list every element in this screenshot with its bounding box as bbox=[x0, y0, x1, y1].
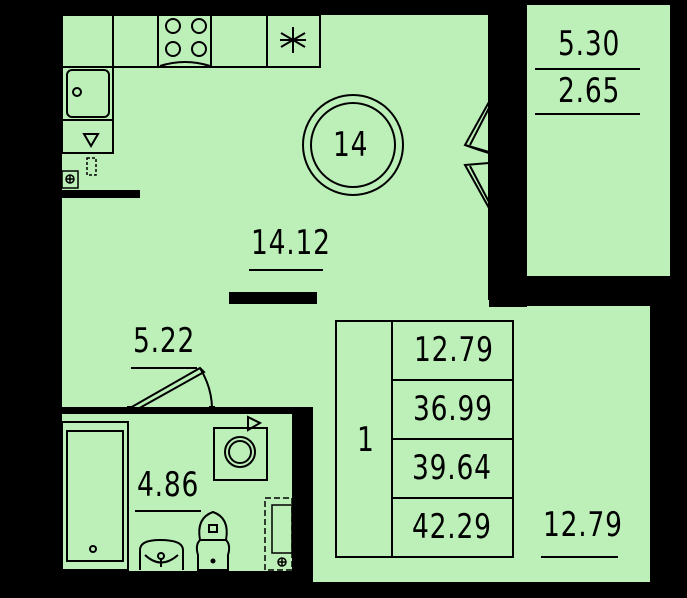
washbasin-icon bbox=[139, 538, 184, 570]
corner-area-underline bbox=[541, 556, 618, 558]
living-kitchen-area-underline bbox=[249, 269, 323, 271]
room-marker-icon bbox=[302, 94, 404, 196]
wall-living-stub bbox=[229, 292, 317, 304]
wall-balcony-left bbox=[489, 15, 527, 307]
table-row bbox=[391, 497, 514, 558]
toilet-icon bbox=[195, 510, 231, 571]
wall-bath-right bbox=[292, 407, 312, 598]
rooms-count-value: 1 bbox=[357, 420, 375, 460]
bathroom-room bbox=[62, 414, 292, 571]
hallway-area-label: 5.22 bbox=[133, 321, 196, 361]
balcony-reduced-area-label: 2.65 bbox=[558, 71, 621, 111]
living-kitchen-area-label: 14.12 bbox=[251, 223, 331, 263]
wall-bath-top bbox=[62, 407, 312, 414]
balcony-reduced-underline bbox=[535, 113, 640, 115]
door-swing-icon bbox=[127, 366, 215, 413]
balcony-room bbox=[527, 5, 670, 276]
living-kitchen-marker-label: 14 bbox=[333, 125, 369, 165]
hallway-area-underline bbox=[131, 367, 197, 369]
area-with-balcony-reduced-value: 39.64 bbox=[412, 448, 492, 488]
room-corner-area bbox=[313, 306, 650, 582]
wall-balcony-bottom bbox=[489, 276, 670, 306]
fridge-icon bbox=[61, 119, 114, 154]
corner-area-label: 12.79 bbox=[543, 505, 623, 545]
stove-icon bbox=[157, 14, 212, 68]
riser-shaft-icon bbox=[264, 497, 293, 571]
fan-icon bbox=[266, 14, 321, 68]
wall-kitchen-stub bbox=[62, 190, 140, 198]
counter-cell bbox=[61, 14, 114, 68]
total-area-value: 36.99 bbox=[413, 389, 493, 429]
living-area-value: 12.79 bbox=[414, 330, 494, 370]
sink-icon bbox=[61, 66, 114, 121]
balcony-full-area-label: 5.30 bbox=[558, 24, 621, 64]
bathroom-area-label: 4.86 bbox=[137, 465, 200, 505]
bathtub-icon bbox=[61, 421, 129, 571]
window-icon bbox=[463, 101, 490, 209]
bathroom-area-underline bbox=[135, 510, 201, 512]
area-with-balcony-full-value: 42.29 bbox=[412, 507, 492, 547]
socket-icon bbox=[61, 157, 97, 189]
washing-machine-icon bbox=[213, 415, 268, 481]
balcony-fraction-line bbox=[535, 68, 640, 70]
